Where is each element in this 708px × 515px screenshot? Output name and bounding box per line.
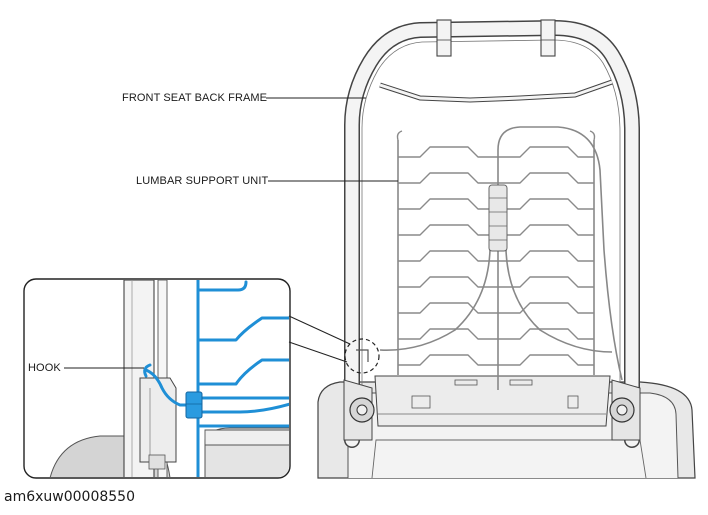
lumbar-cable <box>379 126 623 390</box>
lumbar-support-unit-label: LUMBAR SUPPORT UNIT <box>136 175 269 187</box>
highlighted-lumbar-wire <box>143 280 289 477</box>
inset-leader-lines <box>288 315 351 363</box>
hook-location-marker <box>344 338 380 374</box>
front-seat-back-frame <box>343 19 641 448</box>
figure-id: am6xuw00008550 <box>4 489 135 505</box>
detail-inset <box>23 278 291 479</box>
lumbar-support-unit <box>396 130 596 375</box>
front-seat-back-frame-label: FRONT SEAT BACK FRAME <box>122 92 268 104</box>
label-leaders <box>64 97 398 369</box>
hook-label: HOOK <box>28 362 61 374</box>
